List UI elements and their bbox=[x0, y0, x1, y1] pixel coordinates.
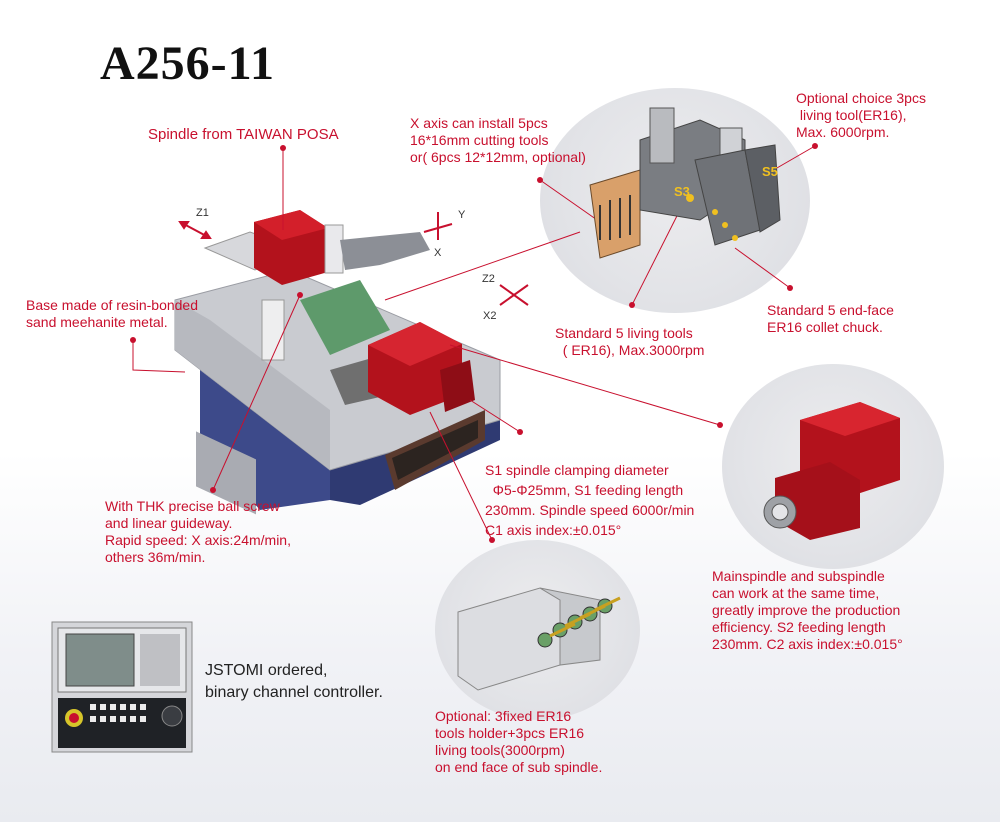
x-axis-tools-label: X axis can install 5pcs 16*16mm cutting … bbox=[410, 115, 586, 165]
z2-axis-label: Z2 bbox=[482, 273, 495, 285]
optional-subspindle-label: Optional: 3fixed ER16 tools holder+3pcs … bbox=[435, 708, 603, 775]
x2-axis-label: X2 bbox=[483, 310, 497, 322]
x-axis-label: X bbox=[434, 247, 442, 259]
base-material-label: Base made of resin-bonded sand meehanite… bbox=[26, 297, 198, 330]
z1-axis-label: Z1 bbox=[196, 207, 209, 219]
s1-spindle-label: S1 spindle clamping diameter Φ5-Φ25mm, S… bbox=[485, 462, 695, 538]
page-title: A256-11 bbox=[100, 37, 275, 90]
end-face-collet-label: Standard 5 end-face ER16 collet chuck. bbox=[767, 302, 894, 335]
thk-ballscrew-label: With THK precise ball screw and linear g… bbox=[105, 498, 291, 565]
s3-label: S3 bbox=[674, 184, 690, 199]
s5-label: S5 bbox=[762, 164, 778, 179]
optional-living-tool-label: Optional choice 3pcs living tool(ER16), … bbox=[796, 90, 926, 140]
spindle-posa-label: Spindle from TAIWAN POSA bbox=[148, 126, 339, 143]
living-tools-label: Standard 5 living tools ( ER16), Max.300… bbox=[555, 325, 705, 358]
y-axis-label: Y bbox=[458, 209, 466, 221]
main-sub-spindle-label: Mainspindle and subspindle can work at t… bbox=[712, 568, 903, 652]
controller-label: JSTOMI ordered, binary channel controlle… bbox=[205, 662, 383, 701]
